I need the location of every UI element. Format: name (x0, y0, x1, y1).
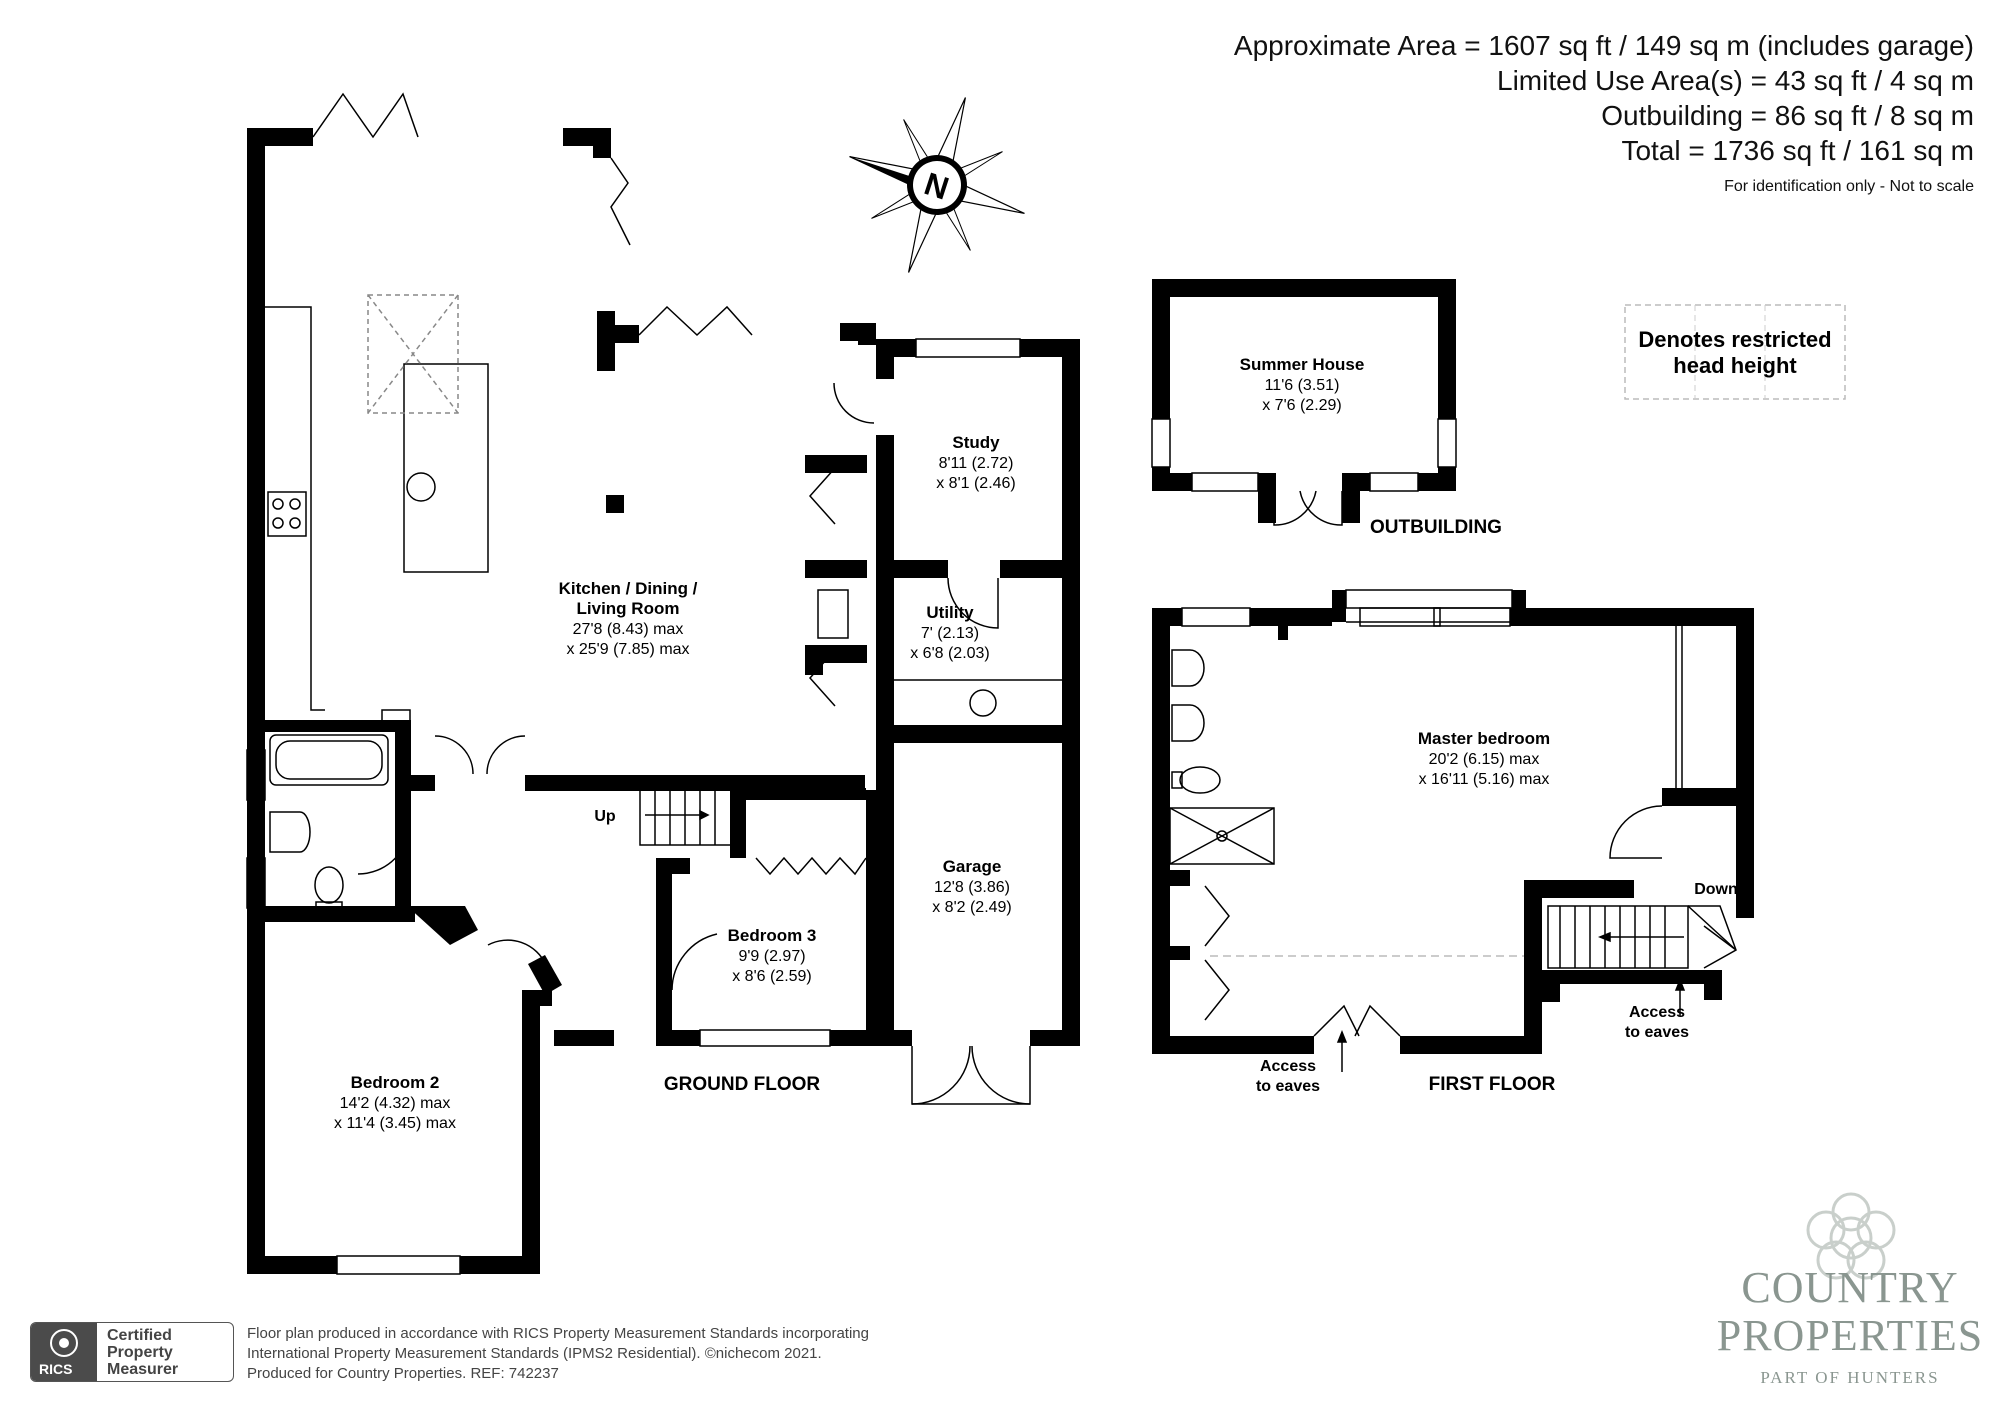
footer-line-1: Floor plan produced in accordance with R… (247, 1325, 869, 1342)
bedroom3-dim-2: x 8'6 (2.59) (732, 968, 812, 985)
garage-dim-1: 12'8 (3.86) (934, 879, 1010, 896)
country-properties-logo-icon (1806, 1192, 1896, 1280)
kitchen-name-2: Living Room (577, 599, 680, 618)
bedroom2-dim-1: 14'2 (4.32) max (340, 1095, 451, 1112)
kitchen-dim-2: x 25'9 (7.85) max (566, 641, 689, 658)
summer-house-dim-2: x 7'6 (2.29) (1262, 397, 1342, 414)
brand-line-1: COUNTRY (1741, 1263, 1959, 1312)
master-bedroom-name: Master bedroom (1418, 729, 1550, 748)
utility-dim-2: x 6'8 (2.03) (910, 645, 990, 662)
eaves-access-right-line-1: Access (1629, 1004, 1685, 1021)
rics-word: RICS (39, 1361, 73, 1377)
kitchen-dim-1: 27'8 (8.43) max (573, 621, 684, 638)
stairs-up-label: Up (594, 808, 616, 825)
limited-use-area-text: Limited Use Area(s) = 43 sq ft / 4 sq m (1497, 65, 1974, 96)
utility-name: Utility (926, 603, 974, 622)
study-dim-2: x 8'1 (2.46) (936, 475, 1016, 492)
approximate-area-text: Approximate Area = 1607 sq ft / 149 sq m… (1233, 30, 1974, 61)
study-dim-1: 8'11 (2.72) (939, 455, 1014, 472)
outbuilding-label: OUTBUILDING (1370, 517, 1502, 538)
eaves-access-left-line-2: to eaves (1256, 1078, 1320, 1095)
ground-floor-label: GROUND FLOOR (664, 1074, 820, 1095)
windows-and-fittings (246, 92, 1737, 1275)
legend-line-1: Denotes restricted (1638, 327, 1831, 352)
legend-line-2: head height (1673, 353, 1797, 378)
bedroom3-dim-1: 9'9 (2.97) (738, 948, 805, 965)
walls (247, 128, 1754, 1274)
bedroom2-name: Bedroom 2 (351, 1073, 440, 1092)
bedroom2-dim-2: x 11'4 (3.45) max (334, 1115, 456, 1132)
eaves-access-right-line-2: to eaves (1625, 1024, 1689, 1041)
footer-line-3: Produced for Country Properties. REF: 74… (247, 1365, 559, 1382)
stairs-down-label: Down (1694, 881, 1738, 898)
restricted-head-height-legend: Denotes restricted head height (1624, 304, 1846, 400)
rics-cert-line-2: Property (107, 1344, 173, 1361)
rics-certified-badge: RICS Certified Property Measurer (30, 1322, 234, 1382)
rics-cert-line-1: Certified (107, 1327, 172, 1344)
utility-dim-1: 7' (2.13) (921, 625, 979, 642)
garage-dim-2: x 8'2 (2.49) (932, 899, 1012, 916)
master-bedroom-dim-2: x 16'11 (5.16) max (1419, 771, 1550, 788)
summer-house-dim-1: 11'6 (3.51) (1265, 377, 1340, 394)
garage-name: Garage (943, 857, 1002, 876)
rics-logo: RICS (31, 1323, 97, 1381)
eaves-access-left-line-1: Access (1260, 1058, 1316, 1075)
kitchen-name-1: Kitchen / Dining / (559, 579, 698, 598)
footer-line-2: International Property Measurement Stand… (247, 1345, 822, 1362)
rics-lion-icon (50, 1329, 78, 1357)
summer-house-name: Summer House (1240, 355, 1365, 374)
outbuilding-area-text: Outbuilding = 86 sq ft / 8 sq m (1601, 100, 1974, 131)
identification-note: For identification only - Not to scale (1724, 178, 1974, 195)
rics-cert-line-3: Measurer (107, 1361, 179, 1378)
room-labels: Kitchen / Dining / Living Room 27'8 (8.4… (334, 355, 1738, 1132)
brand-line-2: PROPERTIES (1716, 1311, 1984, 1360)
master-bedroom-dim-1: 20'2 (6.15) max (1429, 751, 1540, 768)
bedroom3-name: Bedroom 3 (728, 926, 817, 945)
total-area-text: Total = 1736 sq ft / 161 sq m (1621, 135, 1974, 166)
study-name: Study (952, 433, 1000, 452)
compass-icon (849, 97, 1025, 273)
brand-line-3: PART OF HUNTERS (1760, 1368, 1940, 1387)
first-floor-label: FIRST FLOOR (1429, 1074, 1556, 1095)
rics-certification-text: Certified Property Measurer (107, 1327, 178, 1378)
